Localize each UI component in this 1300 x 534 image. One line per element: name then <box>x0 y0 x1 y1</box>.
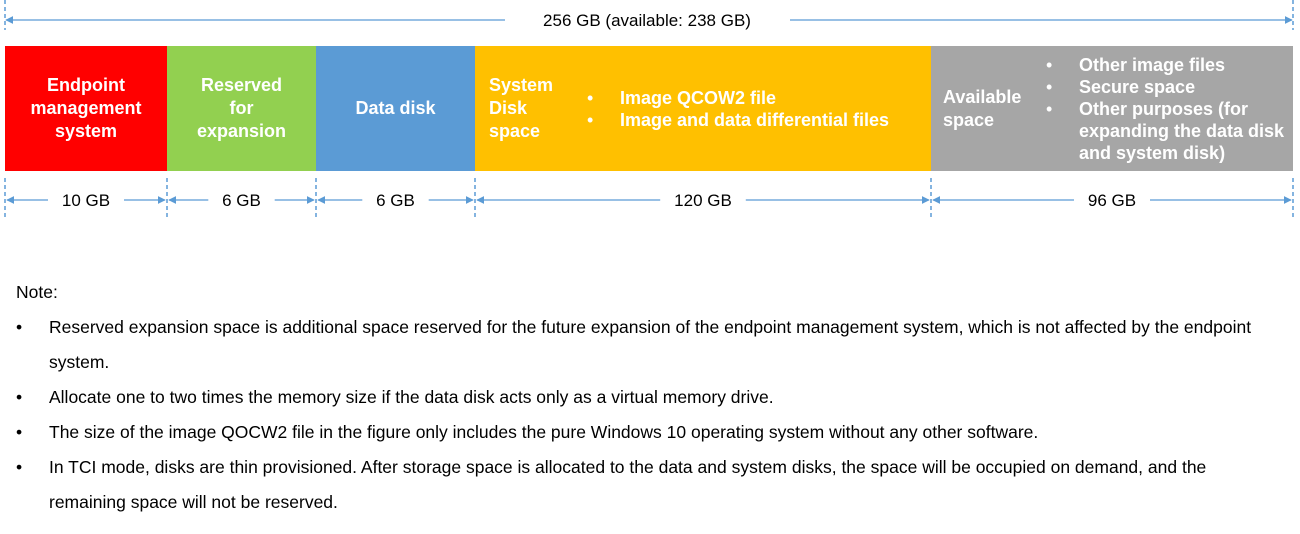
size-label-available: 96 GB <box>1088 191 1136 210</box>
segment-bullets-available-item: • Other purposes (for expanding the data … <box>1046 98 1290 164</box>
segment-label-text-reserved-line: expansion <box>196 121 287 141</box>
note-item-text: Reserved expansion space is additional s… <box>49 317 1252 372</box>
size-label-reserved: 6 GB <box>222 191 261 210</box>
segment-label-text-endpoint-line: system <box>54 121 118 141</box>
bullet-dot: • <box>1046 54 1053 75</box>
note-item: • The size of the image QOCW2 file in the… <box>16 415 1286 450</box>
bullet-dot: • <box>587 87 594 108</box>
note-bullet: • <box>16 422 23 442</box>
segment-label-text-reserved-line: Reserved <box>200 75 283 95</box>
segment-bullets-system-item: • Image and data differential files <box>587 109 925 131</box>
segment-label-text-system-line: space <box>489 121 541 141</box>
segment-label-text-reserved-line: for <box>229 98 254 118</box>
segment-label-text-data-line: Data disk <box>355 98 436 118</box>
segment-bullets-available-text: Other purposes (for expanding the data d… <box>1079 98 1285 163</box>
note-item-text: In TCI mode, disks are thin provisioned.… <box>49 457 1207 512</box>
note-item: • In TCI mode, disks are thin provisioned… <box>16 450 1286 520</box>
segment-bullets-available-item: • Secure space <box>1046 76 1290 98</box>
segment-label-text-available-line: space <box>943 109 995 130</box>
segment-bullets-system: • Image QCOW2 file • Image and data differe… <box>587 46 925 171</box>
size-label-data: 6 GB <box>376 191 415 210</box>
segment-bullets-available-text: Other image files <box>1079 54 1226 75</box>
segment-bullets-system-text: Image and data differential files <box>620 109 890 130</box>
note-item: • Allocate one to two times the memory si… <box>16 380 1286 415</box>
size-label-system: 120 GB <box>674 191 732 210</box>
segment-bullets-available-text: Secure space <box>1079 76 1196 97</box>
total-size-label: 256 GB (available: 238 GB) <box>543 11 751 30</box>
segment-label-text-available-line: Available <box>943 86 1022 107</box>
segment-label-text-endpoint-line: Endpoint <box>47 75 125 95</box>
note-item-text: The size of the image QOCW2 file in the … <box>49 422 1039 442</box>
size-label-endpoint: 10 GB <box>62 191 110 210</box>
segment-bullets-system-item: • Image QCOW2 file <box>587 87 925 109</box>
note-title: Note: <box>16 282 58 302</box>
bullet-dot: • <box>1046 98 1053 119</box>
segment-bar-available <box>931 46 1293 171</box>
note-bullet: • <box>16 387 23 407</box>
segment-label-text-reserved: Reserved for expansion <box>197 74 286 143</box>
segment-label-data: Data disk <box>316 46 475 171</box>
note-bullet: • <box>16 457 23 477</box>
note-list: • Reserved expansion space is additional … <box>16 310 1286 520</box>
segment-bar-reserved <box>167 46 316 171</box>
segment-label-text-system-line: System <box>489 75 554 95</box>
segment-label-text-endpoint: Endpoint management system <box>30 74 141 143</box>
segment-labels-layer: Endpoint management system Reserved for expan… <box>0 0 1300 240</box>
note-section: Note: • Reserved expansion space is addit… <box>16 275 1286 520</box>
segment-bullets-available-item: • Other image files <box>1046 54 1290 76</box>
segment-label-text-data: Data disk <box>355 97 435 120</box>
bullet-dot: • <box>1046 76 1053 97</box>
segment-bar-data <box>316 46 475 171</box>
segment-bullets-available: • Other image files • Secure space • Other pu… <box>1046 48 1290 169</box>
bullet-dot: • <box>587 109 594 130</box>
segment-label-text-system-line: Disk <box>489 98 528 118</box>
note-item: • Reserved expansion space is additional … <box>16 310 1286 380</box>
segment-bar-endpoint <box>5 46 167 171</box>
dimension-lines-layer: 256 GB (available: 238 GB) 10 GB 6 GB 6 GB 1… <box>4 0 1294 218</box>
segment-label-reserved: Reserved for expansion <box>167 46 316 171</box>
segment-bar-system <box>475 46 931 171</box>
segment-label-endpoint: Endpoint management system <box>5 46 167 171</box>
segment-label-text-endpoint-line: management <box>30 98 142 118</box>
disk-partition-diagram: 256 GB (available: 238 GB) 10 GB 6 GB 6 GB 1… <box>0 0 1300 240</box>
segment-bullets-system-text: Image QCOW2 file <box>620 87 777 108</box>
note-bullet: • <box>16 317 23 337</box>
note-item-text: Allocate one to two times the memory siz… <box>49 387 774 407</box>
